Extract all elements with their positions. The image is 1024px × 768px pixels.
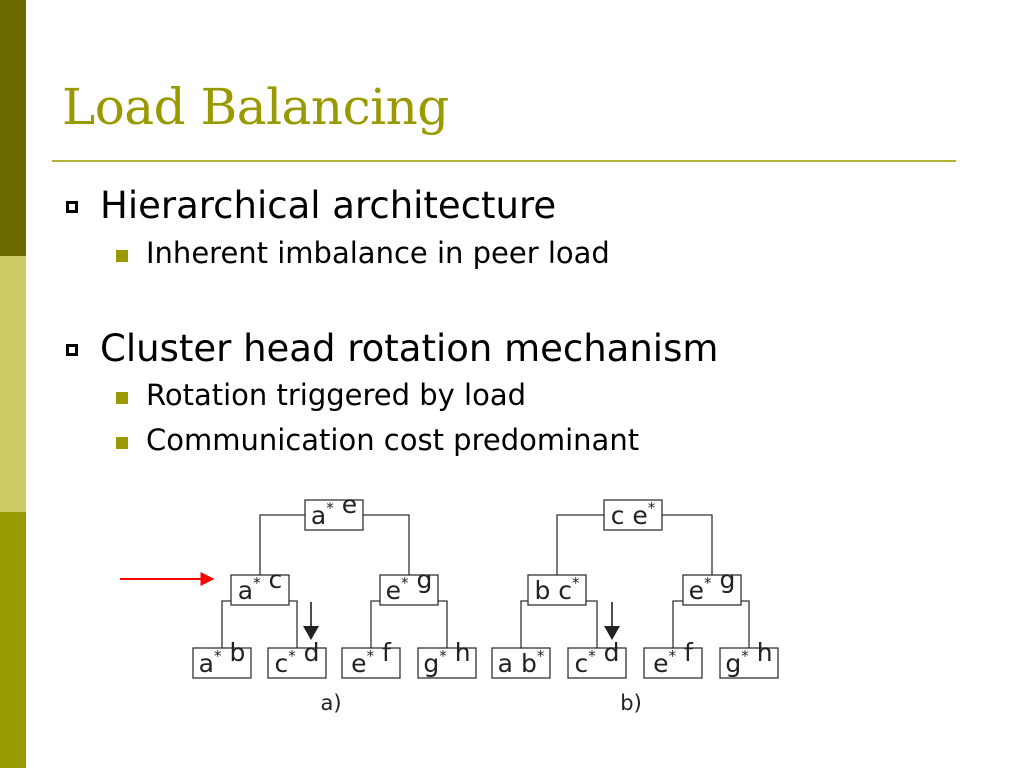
tree-node-leaf: e* f — [643, 638, 703, 679]
tree-node-root: c e* — [603, 499, 663, 531]
svg-text:e* f: e* f — [351, 638, 392, 678]
title-divider — [52, 160, 956, 162]
tree-edge — [556, 514, 604, 575]
filled-square-bullet-icon — [116, 250, 128, 262]
slide-title: Load Balancing — [62, 78, 449, 136]
sub-bullet-communication-cost: Communication cost predominant — [146, 423, 640, 457]
svg-text:c* d: c* d — [574, 638, 619, 678]
tree-caption: a) — [320, 691, 341, 715]
tree-edge — [520, 600, 534, 648]
sidebar-band-bottom — [0, 512, 26, 768]
filled-square-bullet-icon — [116, 437, 128, 449]
tree-edge — [735, 600, 750, 648]
tree-node-cluster-right: e* g — [682, 565, 742, 606]
tree-edge — [432, 600, 448, 648]
svg-text:b c*: b c* — [534, 574, 580, 605]
hollow-square-bullet-icon — [66, 201, 78, 213]
sub-bullet-rotation-triggered: Rotation triggered by load — [146, 378, 527, 412]
svg-text:c e*: c e* — [611, 499, 656, 530]
tree-node-leaf: c* d — [267, 638, 327, 679]
tree-edge — [662, 514, 713, 575]
svg-text:e* f: e* f — [653, 638, 694, 678]
tree-node-leaf: e* f — [341, 638, 401, 679]
sidebar-band-middle — [0, 256, 26, 512]
tree-node-leaf: g* h — [417, 638, 477, 679]
sub-bullet-inherent-imbalance: Inherent imbalance in peer load — [146, 236, 610, 270]
svg-text:a* b: a* b — [199, 638, 246, 678]
tree-caption: b) — [620, 691, 642, 715]
tree-node-leaf: a* b — [192, 638, 252, 679]
bullet-cluster-head-rotation: Cluster head rotation mechanism — [100, 327, 719, 370]
tree-edge — [259, 514, 305, 575]
svg-text:a* c: a* c — [238, 565, 283, 605]
down-arrowhead-icon — [604, 626, 620, 640]
sidebar-band-top — [0, 0, 26, 256]
tree-node-cluster-left: b c* — [527, 574, 587, 606]
svg-text:c* d: c* d — [274, 638, 319, 678]
svg-text:a b*: a b* — [498, 647, 545, 678]
tree-node-cluster-right: e* g — [379, 565, 439, 606]
svg-text:a* e: a* e — [311, 490, 357, 530]
hollow-square-bullet-icon — [66, 344, 78, 356]
down-arrowhead-icon — [303, 626, 319, 640]
filled-square-bullet-icon — [116, 392, 128, 404]
svg-text:g* h: g* h — [423, 638, 470, 678]
svg-text:g* h: g* h — [725, 638, 772, 678]
tree-node-root: a* e — [304, 490, 364, 531]
tree-node-leaf: g* h — [719, 638, 779, 679]
tree-edge — [363, 514, 410, 575]
bullet-hierarchical-architecture: Hierarchical architecture — [100, 184, 557, 227]
tree-edge — [580, 600, 598, 648]
tree-node-cluster-left: a* c — [230, 565, 290, 606]
tree-node-leaf: c* d — [567, 638, 627, 679]
svg-text:e* g: e* g — [689, 565, 736, 605]
svg-text:e* g: e* g — [386, 565, 433, 605]
tree-node-leaf: a b* — [491, 647, 551, 679]
